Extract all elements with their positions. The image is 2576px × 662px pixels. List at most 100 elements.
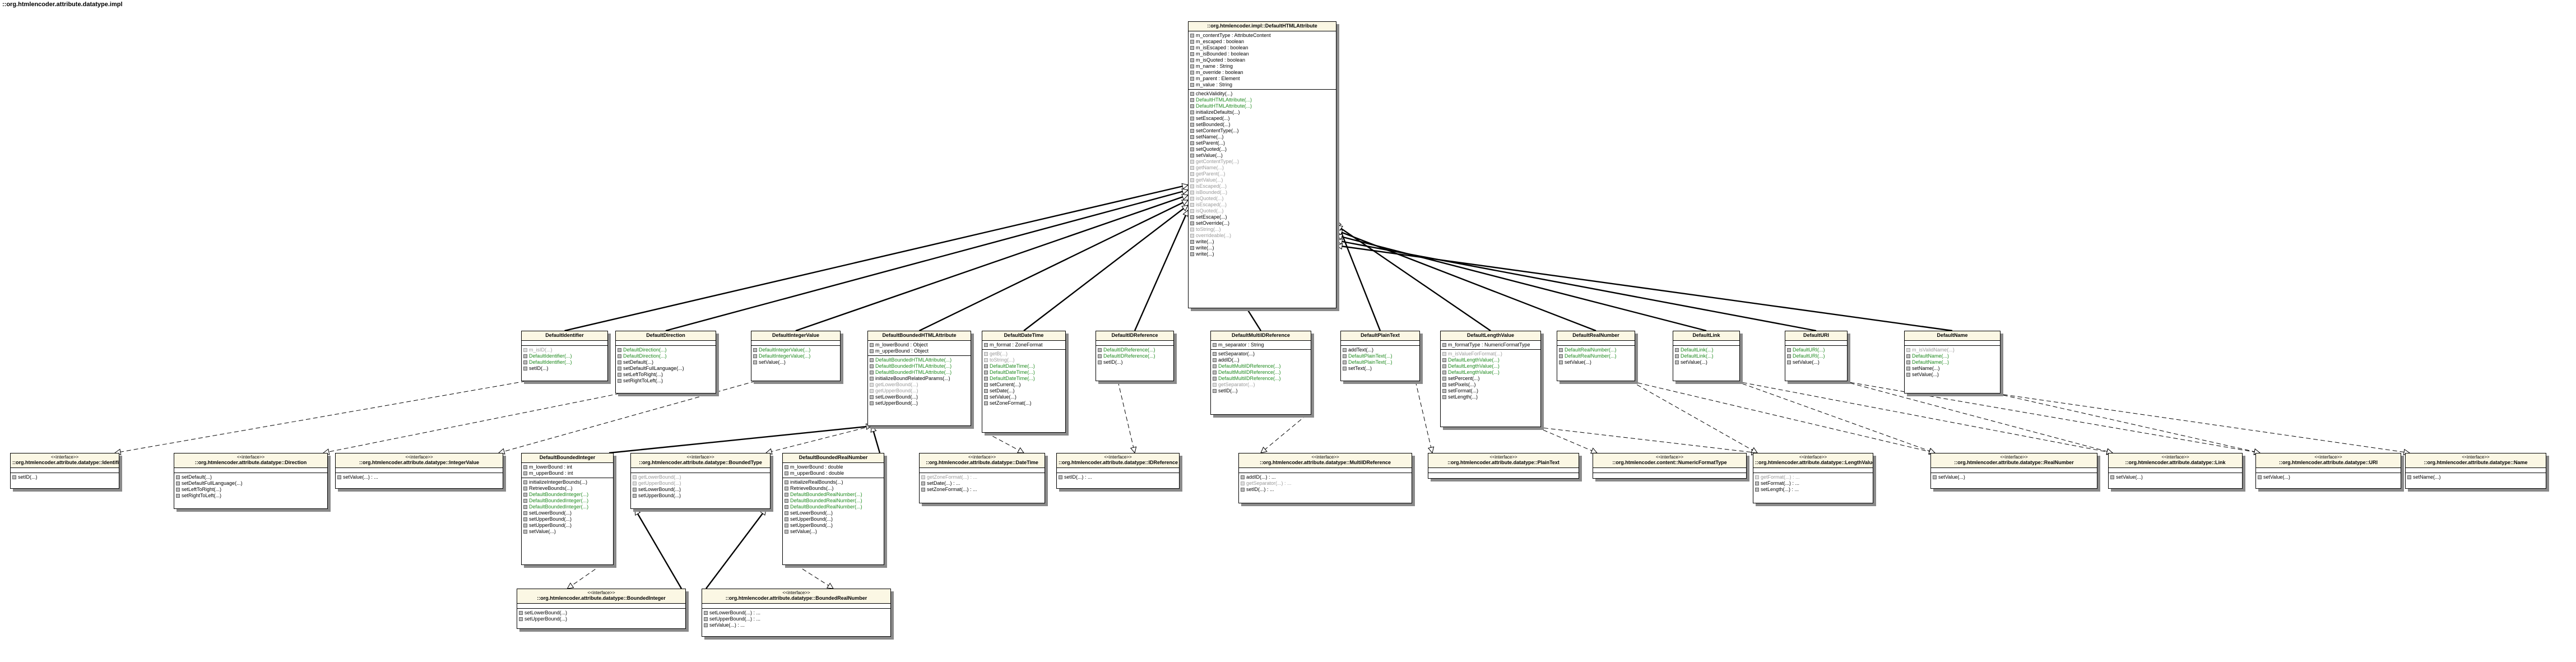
visibility-icon: [984, 383, 988, 387]
visibility-icon: [523, 524, 527, 527]
operation-row: write(...): [1190, 245, 1334, 251]
operation-row: DefaultLink(...): [1675, 347, 1738, 353]
visibility-icon: [519, 617, 523, 621]
interface-box[interactable]: <<interface>>::org.htmlencoder.attribute…: [517, 589, 686, 629]
attributes-compartment: [1905, 341, 2000, 345]
visibility-icon: [1190, 110, 1194, 114]
class-name: DefaultIdentifier: [545, 332, 584, 338]
interface-box[interactable]: <<interface>>::org.htmlencoder.attribute…: [1753, 453, 1873, 503]
visibility-icon: [753, 354, 757, 358]
operation-text: setPixels(...): [1448, 382, 1476, 387]
operation-row: setRightToLeft(...): [618, 378, 714, 384]
operation-text: DefaultDateTime(...): [990, 369, 1035, 375]
operation-row: m_isValidName(...): [1906, 347, 1998, 353]
operation-text: isQuoted(...): [1196, 208, 1224, 214]
interface-box[interactable]: <<interface>>::org.htmlencoder.attribute…: [630, 453, 771, 509]
attribute-row: m_isBounded : boolean: [1190, 51, 1334, 57]
interface-header: <<interface>>::org.htmlencoder.attribute…: [1057, 453, 1179, 468]
operation-row: DefaultPlainText(...): [1343, 359, 1418, 365]
operation-row: setValue(...): [2258, 474, 2399, 480]
operation-text: DefaultDirection(...): [623, 347, 667, 353]
operation-row: setQuoted(...): [1190, 146, 1334, 152]
interface-box[interactable]: <<interface>>::org.htmlencoder.attribute…: [702, 589, 891, 637]
interface-box[interactable]: <<interface>>::org.htmlencoder.attribute…: [2255, 453, 2401, 489]
interface-name: ::org.htmlencoder.attribute.datatype::Bo…: [537, 595, 666, 601]
stereotype-label: <<interface>>: [50, 455, 79, 460]
visibility-icon: [12, 475, 16, 479]
arrowhead-icon: [1017, 447, 1024, 453]
visibility-icon: [1343, 360, 1347, 364]
operation-text: setValue(...) : ...: [343, 474, 378, 480]
interface-box[interactable]: <<interface>>::org.htmlencoder.attribute…: [2108, 453, 2243, 489]
operation-text: DefaultDateTime(...): [990, 363, 1035, 369]
operation-text: getUpperBound(...): [875, 388, 918, 394]
operation-row: setParent(...): [1190, 140, 1334, 146]
operation-text: setZoneFormat(...): [990, 400, 1032, 406]
interface-name: ::org.htmlencoder.attribute.datatype::Di…: [194, 460, 307, 465]
operation-text: setRightToLeft(...): [182, 493, 222, 498]
attribute-row: m_isEscaped : boolean: [1190, 45, 1334, 51]
operation-text: write(...): [1196, 239, 1214, 244]
visibility-icon: [1190, 129, 1194, 133]
interface-box[interactable]: <<interface>>::org.htmlencoder.attribute…: [1930, 453, 2097, 489]
realization-edge: [1260, 414, 1307, 453]
visibility-icon: [1213, 343, 1217, 347]
operation-text: setLowerBound(...): [638, 487, 681, 492]
interface-box[interactable]: <<interface>>::org.htmlencoder.attribute…: [919, 453, 1045, 503]
visibility-icon: [1442, 377, 1446, 381]
interface-box[interactable]: <<interface>>::org.htmlencoder.attribute…: [10, 453, 119, 489]
visibility-icon: [1190, 178, 1194, 182]
interface-box[interactable]: <<interface>>::org.htmlencoder.attribute…: [174, 453, 328, 509]
realization-edge: [1735, 381, 2113, 453]
operations-compartment: DefaultRealNumber(...)DefaultRealNumber(…: [1557, 345, 1635, 367]
interface-box[interactable]: <<interface>>::org.htmlencoder.attribute…: [1428, 453, 1579, 479]
visibility-icon: [984, 401, 988, 405]
class-header: DefaultURI: [1785, 331, 1847, 341]
interface-box[interactable]: <<interface>>::org.htmlencoder.attribute…: [1238, 453, 1412, 503]
operation-row: setZoneFormat(...): [984, 400, 1064, 406]
class-box[interactable]: ::org.htmlencoder.impl::DefaultHTMLAttri…: [1188, 21, 1336, 308]
operation-row: setDate(...) : ...: [921, 480, 1043, 487]
interface-box[interactable]: <<interface>>::org.htmlencoder.attribute…: [1056, 453, 1180, 489]
class-header: ::org.htmlencoder.impl::DefaultHTMLAttri…: [1189, 22, 1336, 31]
operation-row: getSeparator(...) : ...: [1241, 480, 1410, 487]
interface-name: ::org.htmlencoder.attribute.datatype::ID…: [1059, 460, 1178, 465]
operation-row: RetrieveBounds(...): [785, 485, 882, 492]
visibility-icon: [523, 505, 527, 509]
visibility-icon: [618, 373, 621, 377]
interface-box[interactable]: <<interface>>::org.htmlencoder.attribute…: [2405, 453, 2546, 489]
visibility-icon: [1906, 348, 1910, 352]
operation-text: DefaultURI(...): [1793, 347, 1825, 353]
visibility-icon: [984, 352, 988, 356]
operation-text: getLowerBound(...): [638, 474, 681, 480]
visibility-icon: [618, 348, 621, 352]
visibility-icon: [1190, 203, 1194, 207]
visibility-icon: [1190, 184, 1194, 188]
operation-row: setID(...): [1098, 359, 1172, 365]
interface-box[interactable]: <<interface>>::org.htmlencoder.content::…: [1593, 453, 1747, 479]
interface-header: <<interface>>::org.htmlencoder.attribute…: [920, 453, 1045, 468]
interface-box[interactable]: <<interface>>::org.htmlencoder.attribute…: [335, 453, 503, 489]
operation-text: DefaultDateTime(...): [990, 376, 1035, 381]
visibility-icon: [176, 475, 180, 479]
operations-compartment: setID(...): [11, 473, 119, 482]
operation-row: setValue(...) : ...: [704, 622, 889, 628]
operation-row: DefaultLengthValue(...): [1442, 357, 1539, 363]
operation-text: DefaultBoundedHTMLAttribute(...): [875, 363, 952, 369]
visibility-icon: [1241, 475, 1245, 479]
